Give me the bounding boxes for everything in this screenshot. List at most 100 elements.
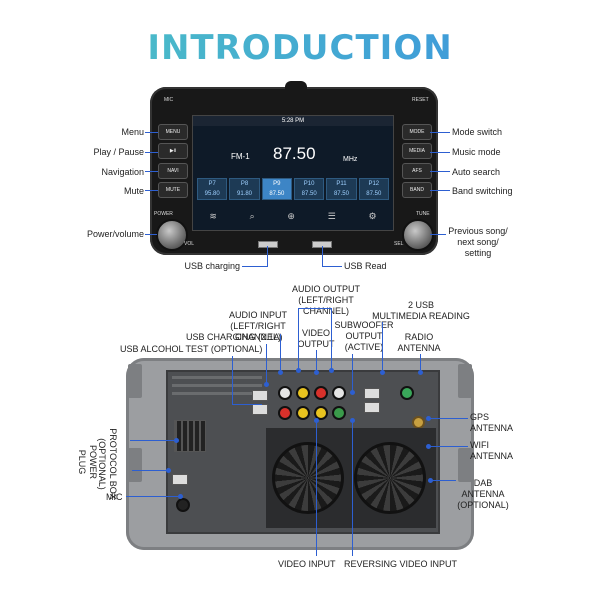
usb-multimedia-port-2[interactable] bbox=[364, 402, 380, 413]
label-navigation: Navigation bbox=[101, 167, 144, 177]
equalizer-icon[interactable]: ☰ bbox=[327, 210, 336, 221]
mic-label: MIC bbox=[164, 97, 174, 103]
sel-label: SEL bbox=[394, 241, 404, 247]
label-band-switching: Band switching bbox=[452, 186, 513, 196]
zoom-search-icon[interactable]: ⊕ bbox=[287, 210, 295, 221]
label-menu: Menu bbox=[121, 127, 144, 137]
protocol-box-port[interactable] bbox=[172, 474, 188, 485]
frequency-unit: MHz bbox=[343, 156, 358, 163]
label-2-usb: 2 USB MULTIMEDIA READING bbox=[372, 300, 470, 321]
callout-line bbox=[430, 171, 450, 172]
label-audio-output: AUDIO OUTPUT (LEFT/RIGHT CHANNEL) bbox=[291, 284, 360, 316]
menu-button[interactable]: MENU bbox=[158, 124, 188, 140]
label-usb-charging-rear: USB CHARGING (2.1A) bbox=[186, 332, 283, 342]
usb-alcohol-port[interactable] bbox=[252, 404, 268, 415]
label-video-output: VIDEO OUTPUT bbox=[297, 328, 335, 349]
frequency-display: 87.50 bbox=[273, 144, 316, 163]
label-usb-charging: USB charging bbox=[184, 261, 240, 271]
navi-button[interactable]: NAVI bbox=[158, 163, 188, 179]
screen-toolbar: ≋ ⌕ ⊕ ☰ ⚙ bbox=[193, 206, 393, 226]
label-power-volume: Power/volume bbox=[86, 229, 144, 239]
label-mic-rear: MIC bbox=[106, 492, 123, 502]
reset-label: RESET bbox=[412, 97, 429, 103]
band-button[interactable]: BAND bbox=[402, 182, 432, 198]
cooling-fan-icon bbox=[272, 442, 344, 514]
afs-button[interactable]: AFS bbox=[402, 163, 432, 179]
head-unit-rear bbox=[126, 358, 474, 550]
label-usb-read: USB Read bbox=[344, 261, 387, 271]
signal-icon[interactable]: ≋ bbox=[209, 210, 217, 221]
radio-antenna-jack[interactable] bbox=[400, 386, 414, 400]
clock-time: 5:28 PM bbox=[281, 118, 305, 124]
power-plug-connector[interactable] bbox=[174, 420, 206, 452]
callout-line bbox=[242, 266, 268, 267]
vol-label: VOL bbox=[184, 241, 195, 247]
tune-knob[interactable] bbox=[402, 219, 434, 251]
page-title: INTRODUCTION bbox=[0, 28, 600, 68]
label-dab-antenna: DAB ANTENNA (OPTIONAL) bbox=[457, 478, 509, 510]
power-label: POWER bbox=[154, 211, 173, 217]
mute-button[interactable]: MUTE bbox=[158, 182, 188, 198]
rear-panel bbox=[166, 370, 440, 534]
cooling-section bbox=[266, 428, 436, 528]
audio-input-right[interactable] bbox=[278, 406, 292, 420]
subwoofer-output-jack[interactable] bbox=[332, 406, 346, 420]
label-mode-switch: Mode switch bbox=[452, 127, 503, 137]
usb-charging-port[interactable] bbox=[258, 241, 278, 248]
power-volume-knob[interactable] bbox=[156, 219, 188, 251]
label-music-mode: Music mode bbox=[452, 147, 501, 157]
play-pause-icon: ▶Ⅱ bbox=[169, 148, 177, 154]
label-play-pause: Play / Pause bbox=[93, 147, 144, 157]
label-wifi-antenna: WIFI ANTENNA bbox=[470, 440, 514, 461]
callout-line bbox=[430, 132, 450, 133]
label-audio-input: AUDIO INPUT (LEFT/RIGHT CHANNEL) bbox=[228, 310, 287, 342]
label-power-plug: POWER PLUG bbox=[77, 444, 98, 479]
video-input-jack[interactable] bbox=[296, 406, 310, 420]
callout-line bbox=[145, 171, 158, 172]
callout-line bbox=[430, 190, 450, 191]
settings-icon[interactable]: ⚙ bbox=[368, 210, 377, 221]
mode-button[interactable]: MODE bbox=[402, 124, 432, 140]
label-gps-antenna: GPS ANTENNA bbox=[470, 412, 514, 433]
usb-multimedia-port-1[interactable] bbox=[364, 388, 380, 399]
callout-line bbox=[430, 234, 446, 235]
play-pause-button[interactable]: ▶Ⅱ bbox=[158, 143, 188, 159]
callout-line bbox=[430, 152, 450, 153]
label-subwoofer-output: SUBWOOFER OUTPUT (ACTIVE) bbox=[334, 320, 394, 352]
mic-jack[interactable] bbox=[176, 498, 190, 512]
callout-line bbox=[322, 246, 323, 266]
screen-status-bar: 5:28 PM bbox=[193, 116, 393, 126]
audio-output-left[interactable] bbox=[332, 386, 346, 400]
callout-line bbox=[267, 246, 268, 266]
callout-line bbox=[145, 190, 158, 191]
label-prev-next-setting: Previous song/ next song/ setting bbox=[448, 226, 508, 258]
label-reversing-video: REVERSING VIDEO INPUT bbox=[344, 559, 458, 569]
reversing-video-jack[interactable] bbox=[314, 406, 328, 420]
label-video-input: VIDEO INPUT bbox=[278, 559, 336, 569]
label-radio-antenna: RADIO ANTENNA bbox=[397, 332, 441, 353]
head-unit-front: MIC RESET MENU ▶Ⅱ NAVI MUTE MODE MEDIA A… bbox=[150, 81, 438, 255]
search-icon[interactable]: ⌕ bbox=[249, 210, 255, 221]
usb-charging-port-rear[interactable] bbox=[252, 390, 268, 401]
label-auto-search: Auto search bbox=[452, 167, 501, 177]
tune-label: TUNE bbox=[416, 211, 430, 217]
band-indicator: FM-1 bbox=[231, 152, 250, 161]
callout-line bbox=[145, 132, 158, 133]
cooling-fan-icon bbox=[354, 442, 426, 514]
callout-line bbox=[145, 152, 158, 153]
callout-line bbox=[145, 234, 157, 235]
label-mute: Mute bbox=[123, 186, 144, 196]
audio-input-left[interactable] bbox=[278, 386, 292, 400]
video-output-jack[interactable] bbox=[296, 386, 310, 400]
audio-output-right[interactable] bbox=[314, 386, 328, 400]
media-button[interactable]: MEDIA bbox=[402, 143, 432, 159]
label-usb-alcohol: USB ALCOHOL TEST (OPTIONAL) bbox=[120, 344, 263, 354]
